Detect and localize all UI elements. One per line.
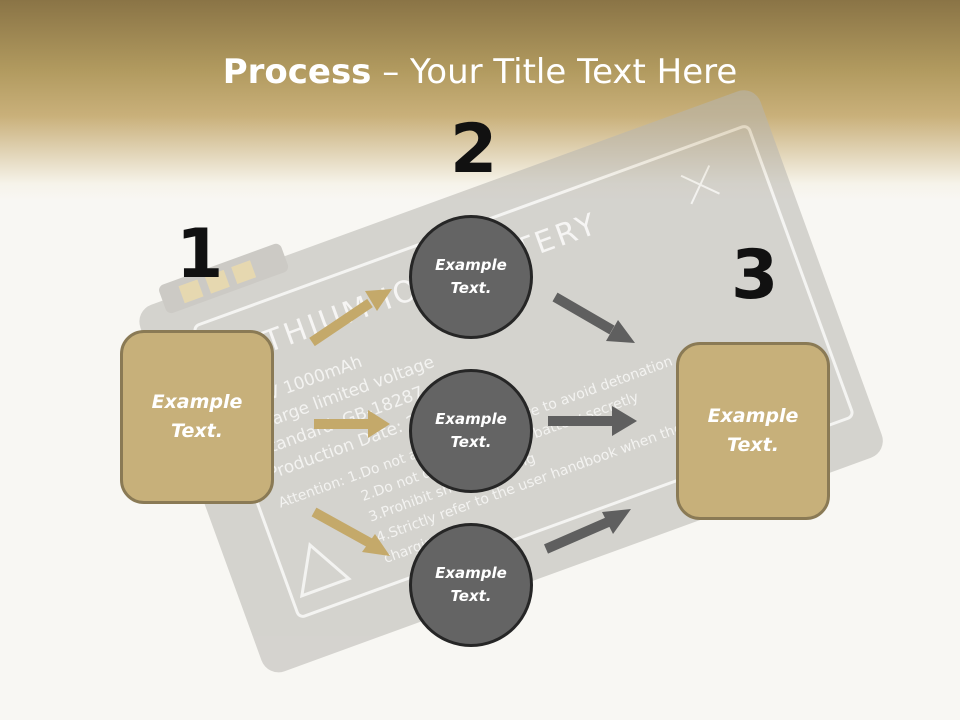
- arrowhead: [606, 320, 635, 343]
- header-band: [0, 0, 960, 200]
- battery-contact: [231, 260, 257, 285]
- battery-contact: [204, 269, 230, 294]
- warning-icon: [299, 542, 352, 599]
- arrowhead: [365, 289, 392, 311]
- step-circle-top: Example Text.: [409, 215, 533, 339]
- arrow-left-to-bottom: [311, 507, 373, 548]
- step-number-3: 3: [731, 236, 779, 315]
- arrowhead: [612, 406, 637, 436]
- left-step-box: Example Text.: [120, 330, 274, 504]
- right-step-box: Example Text.: [676, 342, 830, 520]
- battery-contact: [178, 279, 204, 304]
- recycle-bin-icon: [680, 165, 720, 205]
- arrowhead: [602, 509, 631, 534]
- step-circle-middle: Example Text.: [409, 369, 533, 493]
- step-number-2: 2: [450, 110, 498, 189]
- arrow-bottom-to-right: [544, 517, 610, 554]
- step-number-1: 1: [176, 215, 224, 294]
- arrowhead: [368, 410, 390, 438]
- page-title: Process – Your Title Text Here: [222, 52, 738, 92]
- step-circle-bottom: Example Text.: [409, 523, 533, 647]
- arrow-top-to-right: [552, 292, 615, 335]
- arrowhead: [362, 534, 390, 556]
- battery-body: [139, 90, 883, 673]
- arrow-left-to-top: [309, 298, 373, 347]
